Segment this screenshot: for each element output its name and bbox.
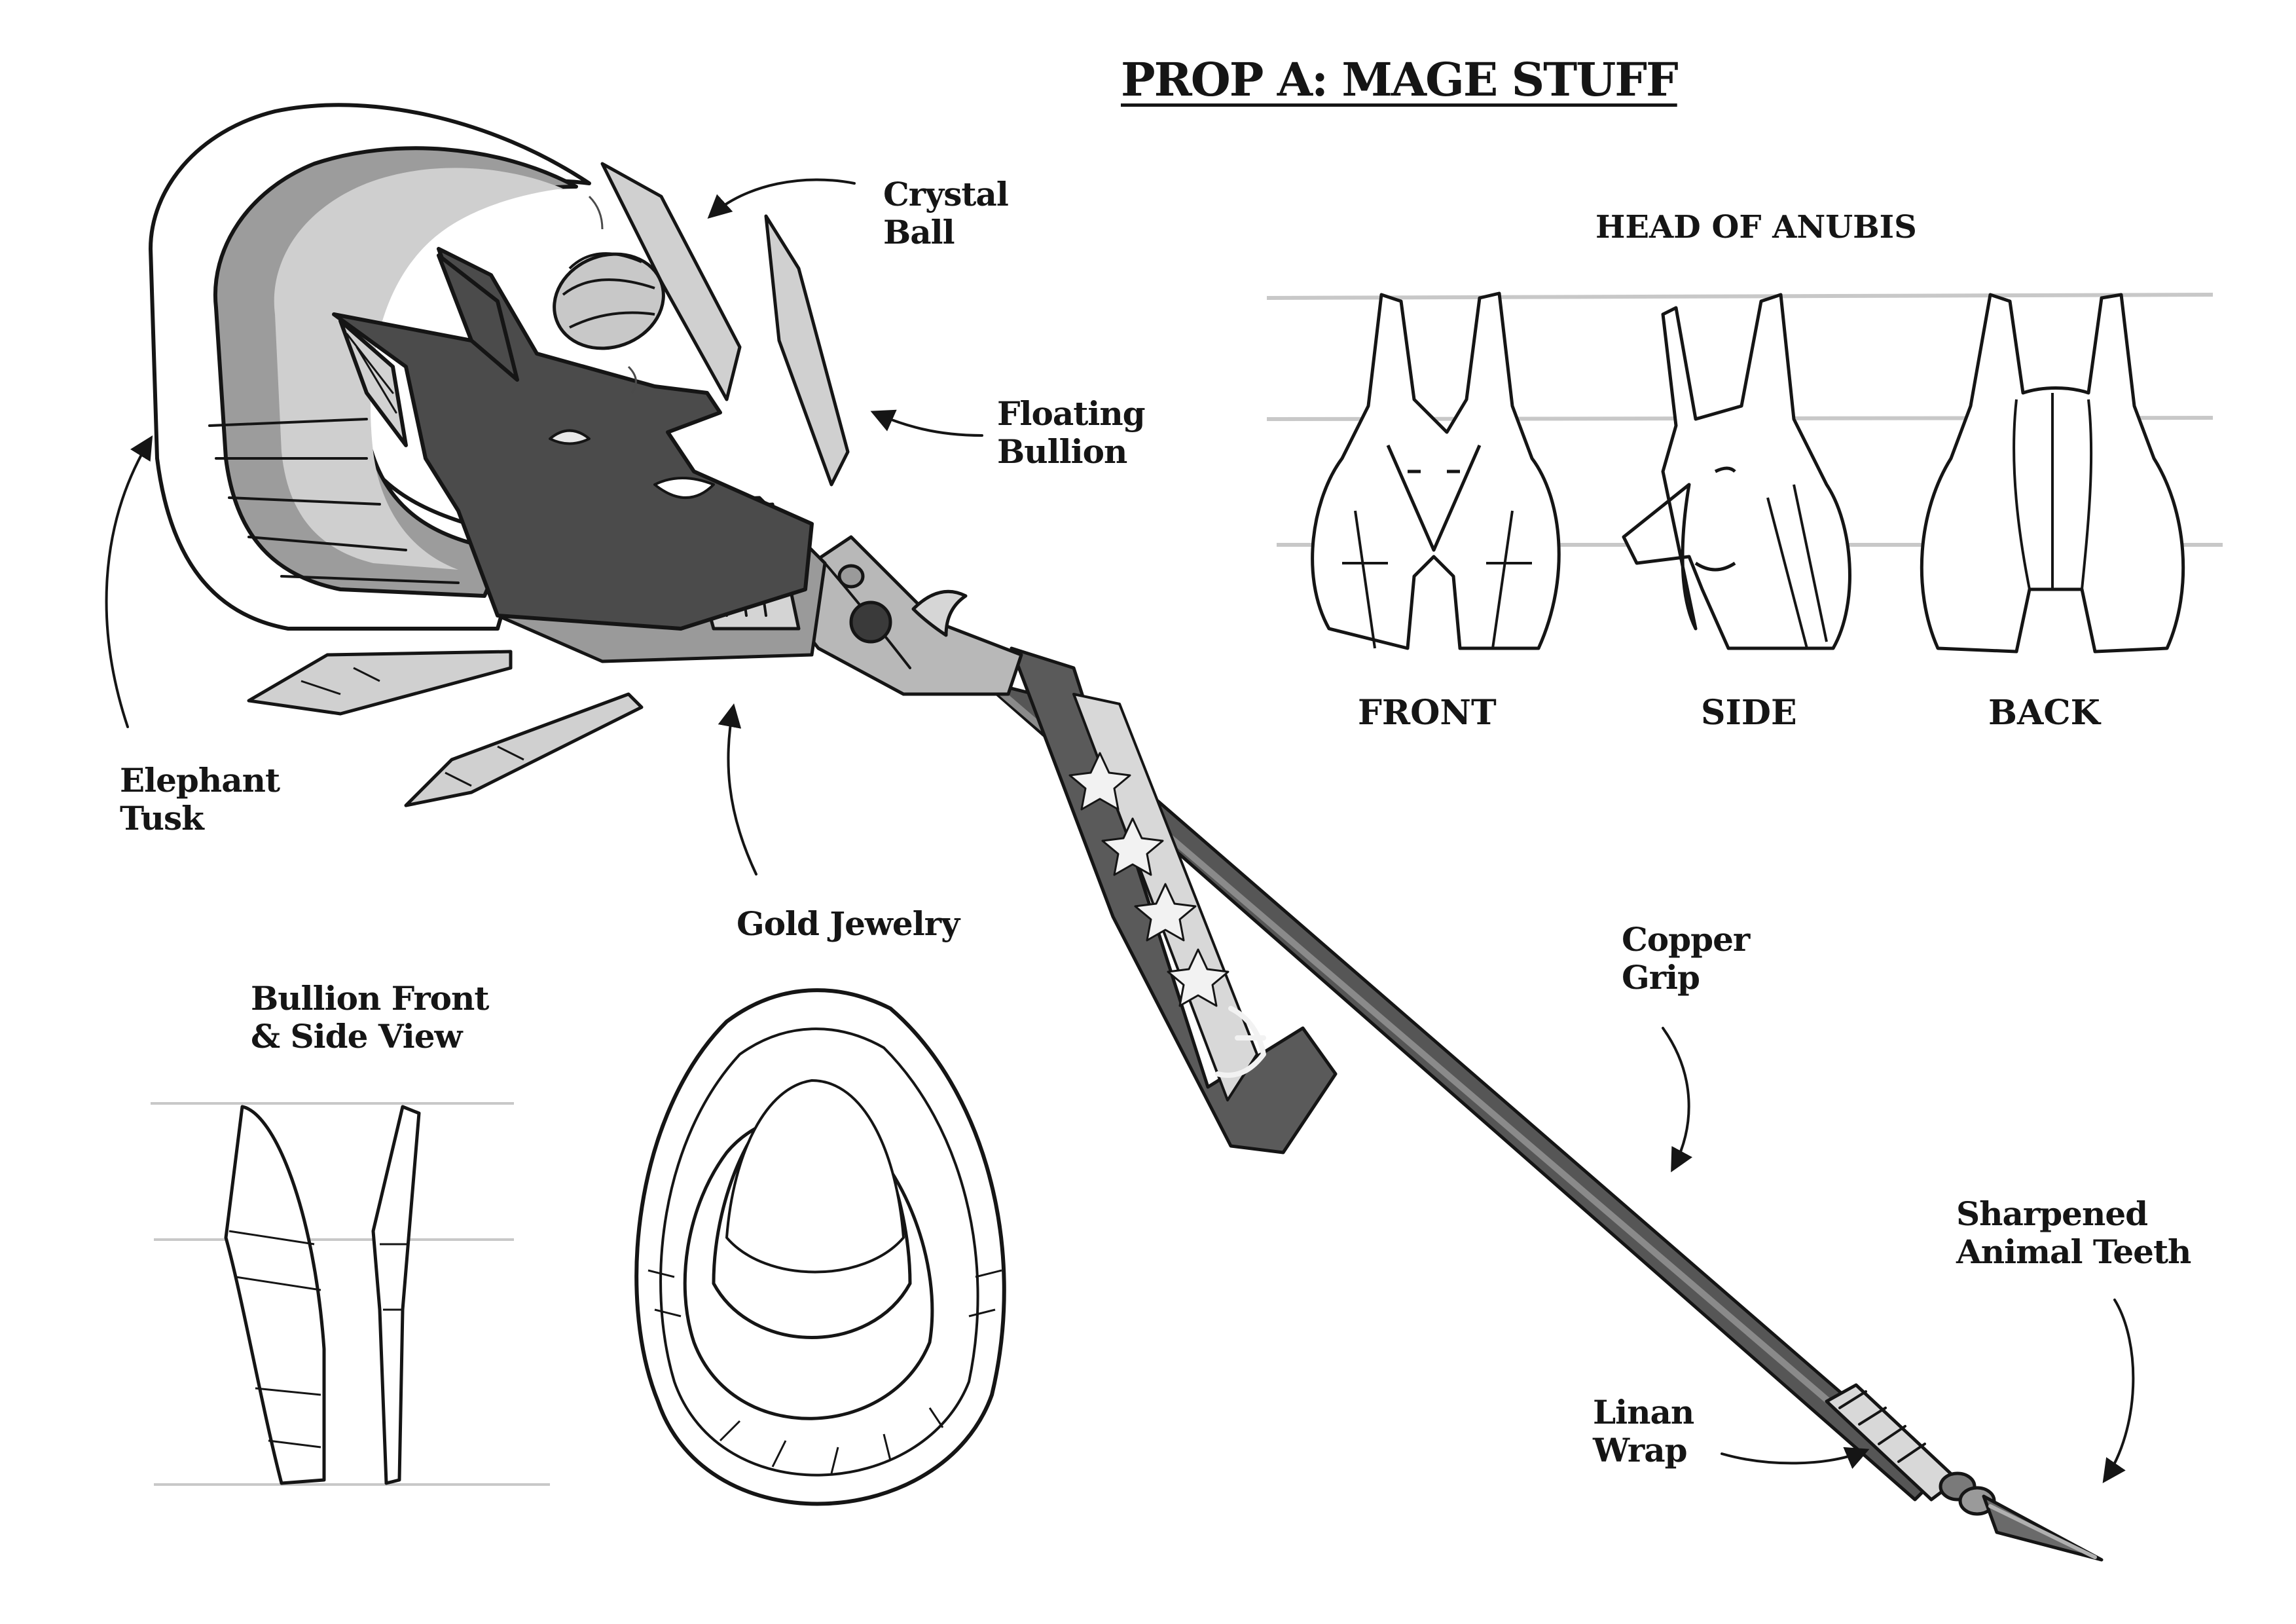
callout-arrows: [105, 178, 2135, 1483]
callout-line: Linan: [1593, 1393, 1694, 1431]
floating-bullion-pieces: [247, 162, 850, 807]
callout-line: Bullion Front: [251, 979, 489, 1018]
callout-gold-jewelry: Gold Jewelry: [737, 904, 960, 943]
callout-line: & Side View: [251, 1017, 463, 1056]
anubis-view-front-label: FRONT: [1358, 693, 1497, 733]
gold-jewelry-drawing: [634, 988, 1006, 1506]
anubis-staff-head: [332, 247, 814, 631]
callout-crystal-ball: Crystal Ball: [883, 175, 1009, 251]
callout-line: Copper: [1622, 920, 1750, 959]
hanging-banner: [1010, 646, 1338, 1154]
callout-line: Grip: [1622, 958, 1700, 997]
elephant-tusk: [149, 103, 591, 631]
anubis-view-side-label: SIDE: [1701, 693, 1797, 733]
callout-line: Animal Teeth: [1956, 1232, 2191, 1271]
anubis-front-drawing: [1311, 291, 1561, 650]
callout-line: Wrap: [1593, 1431, 1688, 1469]
callout-bullion-views: Bullion Front & Side View: [251, 979, 489, 1056]
copper-grip-rings: [1939, 1471, 1996, 1516]
callout-line: Crystal: [883, 175, 1009, 213]
crystal-ball: [553, 195, 665, 394]
callout-sharpened-teeth: Sharpened Animal Teeth: [1956, 1195, 2191, 1271]
anubis-side-drawing: [1622, 293, 1851, 650]
callout-line: Floating: [997, 394, 1146, 433]
linen-wrap: [1825, 1383, 1959, 1502]
callout-line: Bullion: [997, 432, 1127, 471]
jewel-bead: [837, 564, 865, 589]
bullion-front-drawing: [224, 1105, 326, 1485]
anubis-view-back-label: BACK: [1988, 693, 2100, 733]
callout-line: Elephant: [120, 761, 280, 800]
callout-linen-wrap: Linan Wrap: [1593, 1393, 1694, 1469]
callout-elephant-tusk: Elephant Tusk: [120, 762, 280, 838]
anubis-back-drawing: [1920, 293, 2185, 654]
callout-line: Sharpened: [1956, 1194, 2148, 1233]
page-title: PROP A: MAGE STUFF: [1121, 52, 1679, 107]
callout-copper-grip: Copper Grip: [1622, 920, 1750, 997]
callout-line: Ball: [883, 213, 955, 251]
bullion-side-drawing: [371, 1105, 421, 1485]
callout-line: Tusk: [120, 799, 204, 838]
callout-floating-bullion: Floating Bullion: [997, 394, 1146, 471]
anubis-section-heading: HEAD OF ANUBIS: [1595, 209, 1917, 246]
bullion-guide-lines: [151, 1102, 550, 1486]
